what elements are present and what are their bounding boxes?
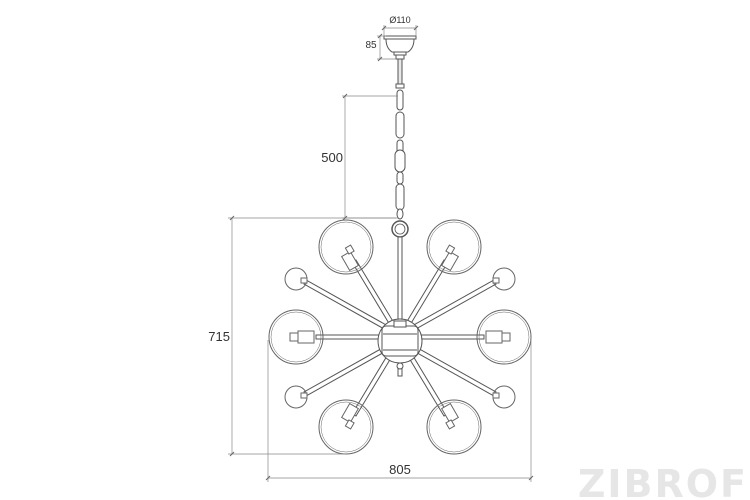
watermark: ZIBROF — [578, 462, 748, 500]
globe-large-upper-left — [318, 219, 374, 275]
globe-large-right — [476, 309, 532, 365]
body-width-label: 805 — [389, 462, 411, 477]
ceiling-canopy — [383, 35, 417, 89]
globe-small-lower-right — [492, 385, 516, 409]
globe-large-left — [268, 309, 324, 365]
center-hub — [377, 318, 423, 370]
canopy-height-label: 85 — [365, 40, 377, 51]
suspension-chain — [394, 89, 406, 220]
body-height-label: 715 — [208, 329, 230, 344]
globe-small-upper-right — [492, 267, 516, 291]
chain-length-label: 500 — [321, 150, 343, 165]
dimension-ticks — [229, 25, 534, 481]
globe-small-lower-left — [284, 385, 308, 409]
suspension-ring — [391, 220, 409, 238]
dimension-lines — [228, 25, 532, 482]
canopy-diameter-label: Ø110 — [389, 15, 410, 25]
globe-small-upper-left — [284, 267, 308, 291]
globe-large-upper-right — [426, 219, 482, 275]
globe-large-lower-left — [318, 399, 374, 455]
globe-large-lower-right — [426, 399, 482, 455]
